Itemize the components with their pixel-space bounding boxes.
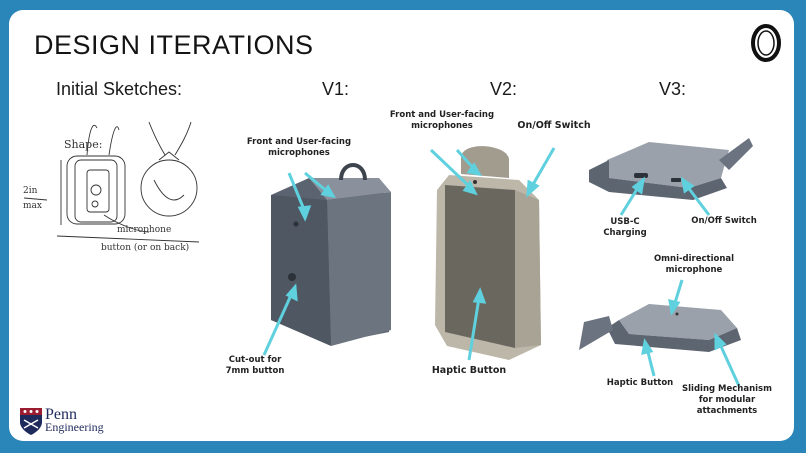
heading-initial-sketches: Initial Sketches:: [56, 79, 183, 99]
sketch-note-mic: microphone: [117, 225, 171, 235]
penn-logo-line2: Engineering: [45, 420, 104, 434]
v1-label-mics: Front and User-facing microphones: [246, 137, 352, 158]
sketch-note-size: 2in: [23, 186, 38, 196]
heading-v1: V1:: [322, 79, 350, 99]
v3-top-device: [589, 138, 753, 200]
v3-label-switch: On/Off Switch: [691, 216, 757, 226]
v2-label-mics: Front and User-facing microphones: [389, 110, 495, 131]
penn-logo-text: Penn Engineering: [45, 406, 104, 434]
v3-label-haptic: Haptic Button: [606, 378, 674, 388]
v1-label-cutout: Cut-out for 7mm button: [225, 355, 285, 376]
v3-label-usbc: USB-C Charging: [603, 217, 647, 238]
sketch-note-button: button (or on back): [101, 242, 189, 253]
penn-logo-line1: Penn: [45, 406, 77, 423]
sketch-drawing: [23, 121, 200, 243]
callout-arrows: [262, 147, 741, 387]
v3-label-omni: Omni-directional microphone: [653, 254, 735, 275]
slide-title: DESIGN ITERATIONS: [34, 30, 314, 60]
v2-label-haptic: Haptic Button: [431, 365, 507, 376]
heading-v2: V2:: [490, 79, 518, 99]
heading-v3: V3:: [659, 79, 687, 99]
v3-label-sliding: Sliding Mechanism for modular attachment…: [682, 384, 772, 416]
v2-label-switch: On/Off Switch: [517, 120, 591, 131]
penn-shield-icon: [20, 408, 42, 435]
v2-device: [435, 146, 541, 360]
v3-bottom-device: [579, 304, 741, 352]
slide: DESIGN ITERATIONS: [9, 10, 794, 441]
sketch-note-shape: Shape:: [64, 138, 102, 151]
ring-icon: [751, 24, 781, 62]
slide-artwork: Shape: 2in max microphone button (or on …: [23, 24, 781, 387]
sketch-note-max: max: [23, 201, 42, 211]
